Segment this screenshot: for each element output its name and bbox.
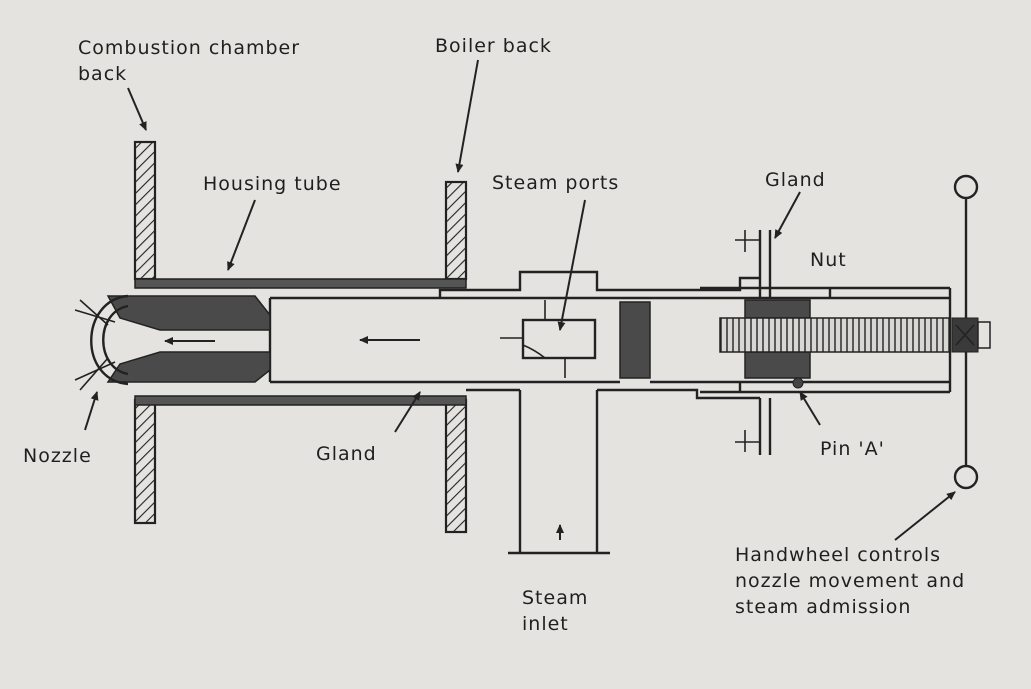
- piston-block: [619, 301, 651, 379]
- label-housing-tube: Housing tube: [203, 173, 342, 195]
- boiler-back-wall: [444, 180, 468, 534]
- flow-arrows: [164, 336, 564, 540]
- label-handwheel-3: steam admission: [735, 596, 911, 618]
- label-gland-top: Gland: [765, 169, 826, 191]
- label-gland-bottom: Gland: [316, 443, 377, 465]
- label-steam-inlet: Steam: [522, 587, 588, 609]
- label-nozzle: Nozzle: [23, 445, 92, 467]
- gland-packing: [719, 230, 951, 455]
- label-nut: Nut: [810, 249, 847, 271]
- leader-lines: [84, 59, 956, 541]
- label-combustion-chamber-back: Combustion chamber: [78, 37, 300, 59]
- housing-tube: [134, 278, 467, 406]
- handwheel: [951, 174, 991, 490]
- label-steam-ports: Steam ports: [492, 172, 619, 194]
- nozzle: [74, 294, 271, 391]
- label-boiler-back: Boiler back: [435, 35, 552, 57]
- label-handwheel-1: Handwheel controls: [735, 544, 941, 566]
- label-pin-a: Pin 'A': [820, 438, 885, 460]
- burner-body: [268, 270, 952, 555]
- combustion-chamber-wall: [133, 140, 157, 525]
- label-steam-inlet-2: inlet: [522, 613, 569, 635]
- label-combustion-chamber-back-2: back: [78, 63, 127, 85]
- label-handwheel-2: nozzle movement and: [735, 570, 965, 592]
- steam-port-box: [500, 300, 597, 378]
